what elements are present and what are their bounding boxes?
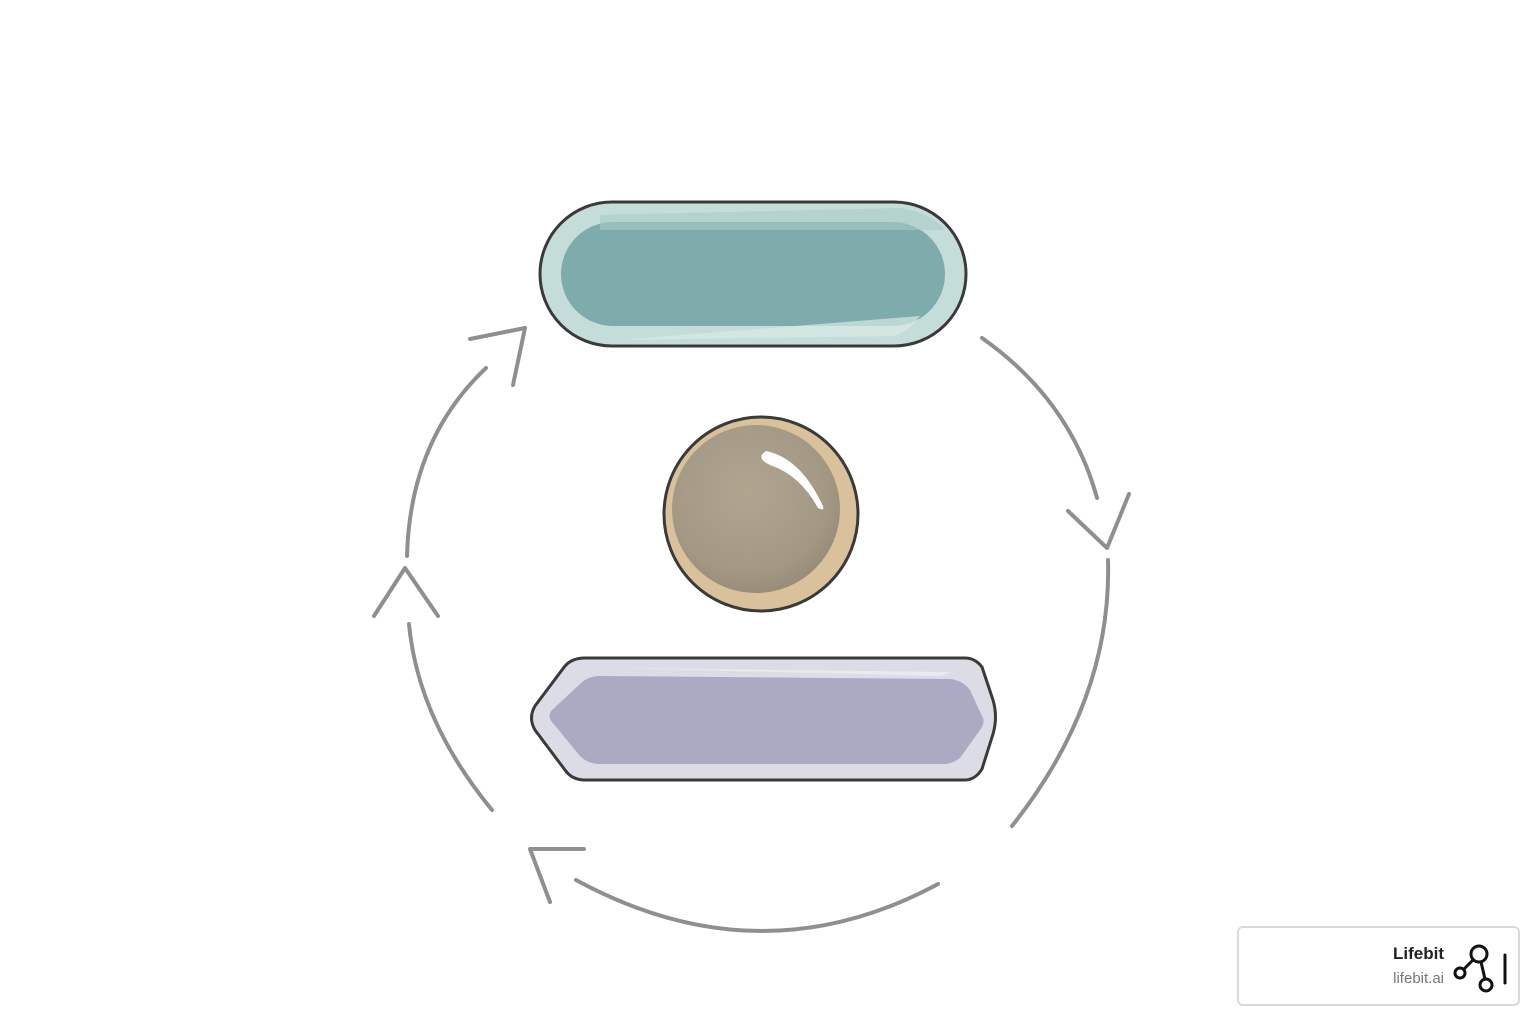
arrowhead-left: [372, 566, 440, 618]
brand-url: lifebit.ai: [1393, 970, 1444, 987]
arrowhead-top-left: [468, 326, 527, 387]
cycle-arrows: [372, 326, 1131, 933]
brand-name: Lifebit: [1393, 944, 1444, 963]
arrowhead-bottom: [528, 847, 586, 904]
cycle-arrow-bottom-right: [1010, 558, 1111, 828]
cycle-arrow-left-lower: [407, 622, 494, 812]
brand-badge: Lifebit lifebit.ai: [1237, 926, 1520, 1006]
network-nodes-icon: [1453, 944, 1507, 993]
lavender-hexagon-shape: [530, 656, 997, 782]
teal-pill-shape: [538, 200, 968, 348]
cycle-arrow-left-upper: [405, 366, 488, 558]
arrowhead-right: [1066, 492, 1131, 550]
cycle-arrow-right: [980, 336, 1099, 500]
tan-sphere-shape: [662, 415, 860, 613]
cycle-arrow-bottom: [574, 878, 940, 933]
